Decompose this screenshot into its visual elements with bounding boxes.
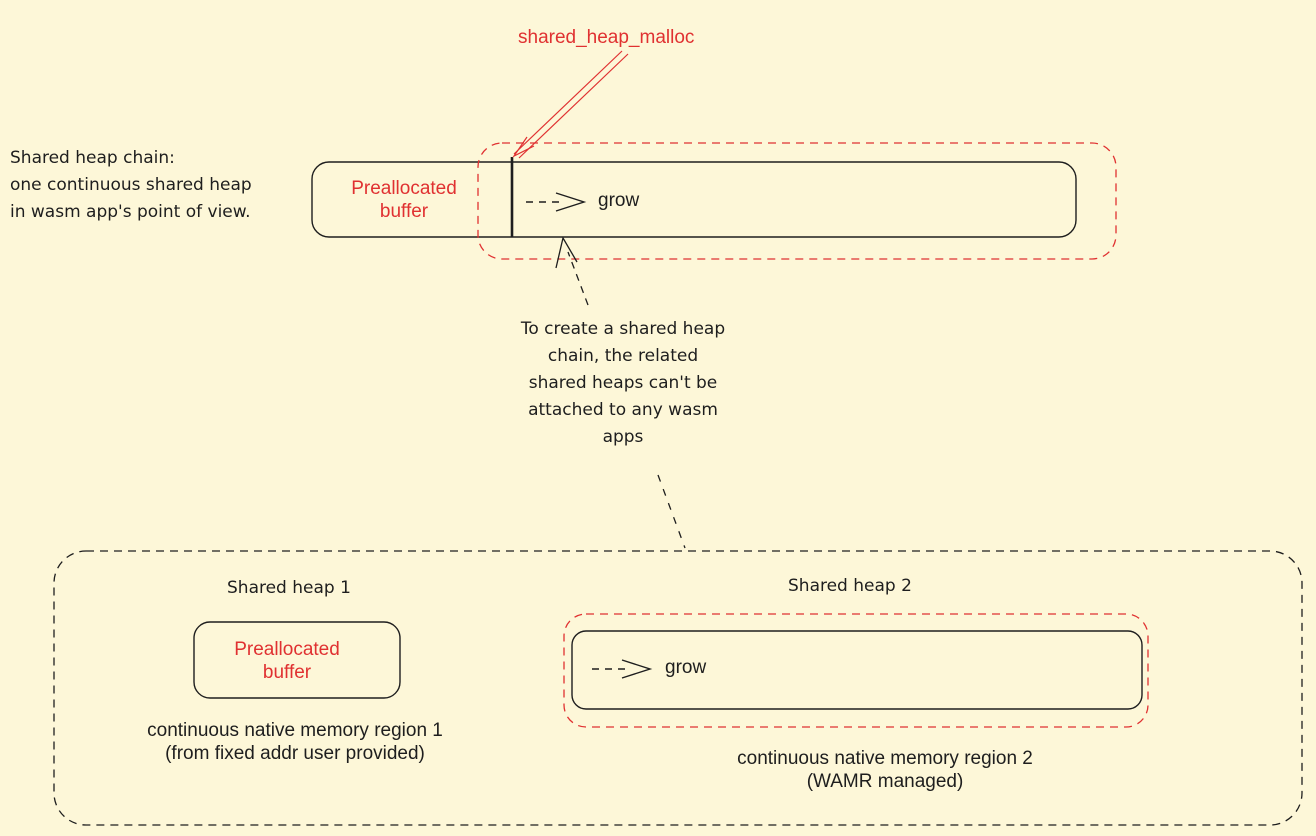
- growable-region-dashed-box: [477, 142, 1117, 260]
- heap1-prealloc-line: Preallocated: [234, 639, 340, 660]
- note-line: To create a shared heap: [520, 319, 726, 339]
- shared-heaps-container: [53, 550, 1303, 826]
- heap1-prealloc-line: buffer: [262, 662, 312, 683]
- malloc-label: shared_heap_malloc: [518, 27, 695, 48]
- heap2-description: continuous native memory region 2 (WAMR …: [690, 747, 1080, 793]
- heap1-prealloc-box: [193, 621, 401, 699]
- heap2-dashed-box: [563, 613, 1149, 728]
- heap2-grow-arrow-icon: [592, 659, 653, 679]
- prealloc-label-line: Preallocated: [351, 178, 457, 199]
- grow-label: grow: [598, 190, 640, 211]
- note-pointer-arrow-icon: [555, 236, 589, 306]
- chain-description-line: one continuous shared heap: [10, 175, 252, 195]
- heap2-memory-box: [571, 630, 1143, 710]
- chain-description-line: Shared heap chain:: [10, 148, 175, 168]
- heap1-title: Shared heap 1: [227, 578, 351, 598]
- note-line: attached to any wasm: [528, 400, 718, 420]
- heap2-title: Shared heap 2: [788, 576, 912, 596]
- note-line: chain, the related: [547, 346, 699, 366]
- heap1-description: continuous native memory region 1 (from …: [120, 719, 470, 765]
- heap2-description-line: (WAMR managed): [806, 771, 964, 792]
- chain-description: Shared heap chain: one continuous shared…: [10, 145, 252, 226]
- heap1-prealloc-label: Preallocated buffer: [217, 638, 357, 684]
- malloc-arrow-icon: [512, 50, 629, 159]
- note-line: apps: [602, 427, 644, 447]
- prealloc-label-line: buffer: [379, 201, 429, 222]
- heap1-description-line: continuous native memory region 1: [147, 720, 443, 741]
- heap1-description-line: (from fixed addr user provided): [165, 743, 425, 764]
- chain-creation-note: To create a shared heap chain, the relat…: [478, 316, 768, 451]
- note-connector-line: [657, 474, 686, 549]
- grow-arrow-icon: [526, 192, 587, 212]
- heap2-grow-label: grow: [665, 657, 707, 678]
- prealloc-label: Preallocated buffer: [334, 177, 474, 223]
- note-line: shared heaps can't be: [528, 373, 718, 393]
- shared-heap-chain-box: [311, 161, 1077, 238]
- chain-description-line: in wasm app's point of view.: [10, 202, 251, 222]
- heap2-description-line: continuous native memory region 2: [737, 748, 1033, 769]
